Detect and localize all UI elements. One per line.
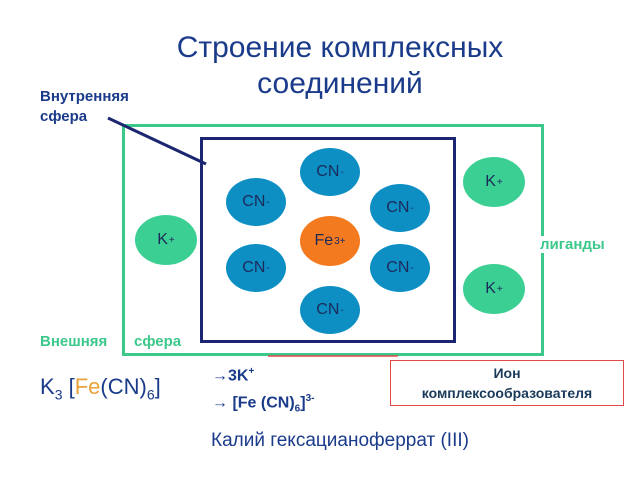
inner-sphere-box <box>200 137 456 343</box>
ligand-cn-upper-right: CN- <box>370 184 430 232</box>
ligand-cn-bottom: CN- <box>300 286 360 334</box>
ligand-cn-upper-left: CN- <box>226 178 286 226</box>
ligand-cn-lower-left: CN- <box>226 244 286 292</box>
ligand-cn-top: CN- <box>300 148 360 196</box>
outer-sphere-word: Внешняя <box>40 333 108 350</box>
dissociation-outer-ions: →3K+ <box>212 366 255 385</box>
inner-sphere-label-line1: Внутренняя <box>40 88 129 105</box>
outer-ion-k-left: K+ <box>135 215 197 265</box>
ligand-cn-lower-right: CN- <box>370 244 430 292</box>
outer-ion-k-top-right: K+ <box>463 157 525 207</box>
dissociation-complex-ion: → [Fe (CN)6]3- <box>212 393 315 415</box>
page-title: Строение комплексных соединений <box>176 31 504 100</box>
outer-sphere-word2: сфера <box>134 333 182 350</box>
compound-formula: K3 [Fe(CN)6] <box>40 374 161 403</box>
central-ion-caption-line1: Ион <box>493 365 521 381</box>
central-ion-caption-line2: комплексообразователя <box>421 385 593 401</box>
ligand-label: лиганды <box>540 236 605 253</box>
compound-name: Калий гексацианоферрат (III) <box>211 430 469 451</box>
inner-sphere-label-line2: сфера <box>40 108 88 125</box>
outer-ion-k-bottom-right: K+ <box>463 264 525 314</box>
inner-sphere-label: Внутренняя сфера <box>40 87 129 127</box>
central-ion-caption-box: Ион комплексообразователя <box>390 360 624 406</box>
